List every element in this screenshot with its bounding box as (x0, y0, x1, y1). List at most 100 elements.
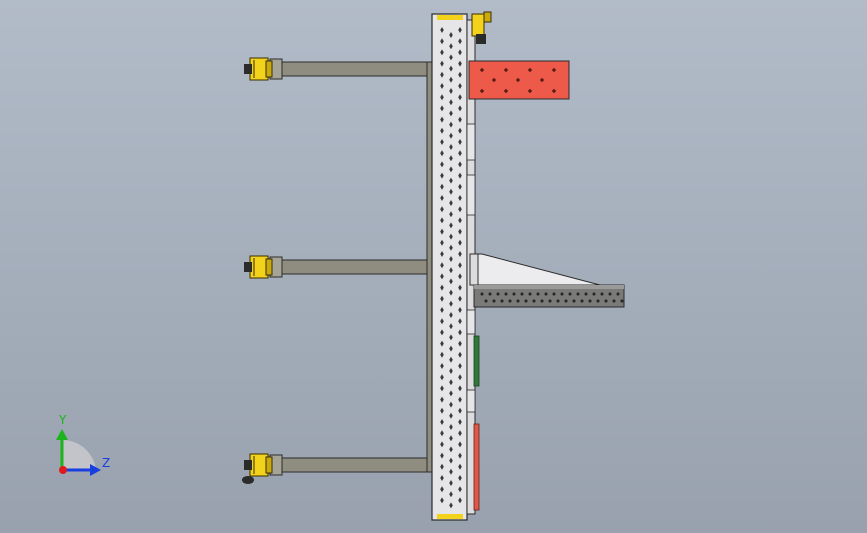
hole (449, 390, 453, 397)
hole (440, 195, 444, 201)
hole (449, 289, 453, 296)
hole (440, 183, 444, 190)
hole (512, 292, 516, 296)
hole (515, 77, 521, 83)
hole (449, 155, 453, 162)
hole (458, 307, 462, 313)
hole (544, 292, 548, 296)
hole (458, 27, 462, 33)
hole (458, 60, 462, 67)
hole (596, 299, 600, 303)
hole (458, 49, 462, 56)
hole (449, 99, 453, 106)
gusset-bracket[interactable] (469, 253, 601, 286)
flange-blocks (466, 123, 476, 413)
hole (612, 299, 616, 303)
arm-middle[interactable] (269, 256, 434, 278)
hole (440, 307, 444, 313)
hole (449, 132, 453, 139)
hole (440, 27, 444, 33)
welding-table-frame[interactable] (431, 13, 476, 521)
hole (458, 374, 462, 381)
arm-bottom[interactable] (269, 454, 434, 476)
hole (440, 374, 444, 381)
toggle-clamp-icon[interactable] (244, 57, 273, 81)
hole (440, 83, 444, 89)
hole (449, 110, 453, 117)
hole (449, 491, 453, 498)
hole (503, 67, 509, 73)
toggle-clamp-icon[interactable] (242, 453, 273, 484)
hole (440, 94, 444, 101)
perforated-crossbar[interactable] (473, 284, 625, 308)
arm-top[interactable] (269, 58, 434, 80)
hole (458, 228, 462, 235)
red-fixture-plate[interactable] (468, 60, 570, 100)
hole (516, 299, 520, 303)
hole (449, 121, 453, 128)
hole (449, 379, 453, 386)
hole (616, 292, 620, 296)
hole (458, 273, 462, 280)
hole (458, 463, 462, 470)
green-side-strip[interactable] (473, 335, 480, 387)
hole (449, 356, 453, 363)
hole (458, 206, 462, 213)
hole (500, 299, 504, 303)
hole (458, 329, 462, 336)
hole (458, 385, 462, 392)
hole (508, 299, 512, 303)
hole (440, 318, 444, 325)
hole (449, 200, 453, 206)
hole (484, 299, 488, 303)
hole (440, 251, 444, 257)
axis-y-label: Y (59, 413, 67, 427)
hole (580, 299, 584, 303)
hole (440, 273, 444, 280)
hole (449, 32, 453, 38)
hole (504, 292, 508, 296)
hole (440, 206, 444, 213)
hole (458, 430, 462, 437)
hole (449, 334, 453, 341)
hole (440, 116, 444, 123)
hole (458, 172, 462, 179)
frame-holes (440, 27, 462, 509)
hole (449, 323, 453, 330)
toggle-clamp-icon[interactable] (244, 255, 273, 279)
hole (449, 244, 453, 251)
hole (440, 239, 444, 246)
hole (440, 486, 444, 493)
hole (449, 278, 453, 285)
hole (458, 284, 462, 291)
hole (551, 88, 557, 94)
hole (503, 88, 509, 94)
hole (440, 363, 444, 369)
hole (458, 497, 462, 504)
hole (539, 77, 545, 83)
hole (440, 385, 444, 392)
hole (608, 292, 612, 296)
hole (458, 105, 462, 112)
hole (584, 292, 588, 296)
bar-holes (480, 292, 624, 303)
hole (488, 292, 492, 296)
hole (440, 71, 444, 78)
hole (458, 217, 462, 224)
red-side-strip[interactable] (473, 423, 480, 511)
hole (552, 292, 556, 296)
hole (449, 65, 453, 72)
hole (527, 88, 533, 94)
hole (588, 299, 592, 303)
hole (528, 292, 532, 296)
hole (440, 38, 444, 45)
hole (440, 262, 444, 269)
toggle-clamp-icon[interactable] (471, 11, 492, 44)
axis-triad (56, 429, 101, 476)
hole (540, 299, 544, 303)
hole (458, 486, 462, 493)
hole (440, 441, 444, 448)
hole (458, 239, 462, 246)
